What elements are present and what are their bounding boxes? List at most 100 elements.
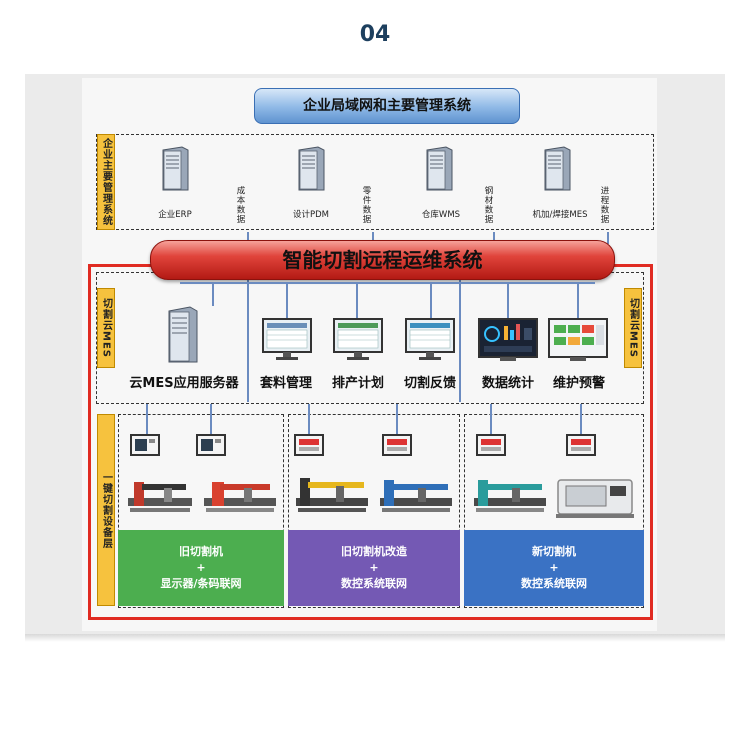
cutting-machine-retrofit-2 [376,466,456,526]
device-group-retrofit: 旧切割机改造 + 数控系统联网 [288,530,460,606]
terminal-3 [294,434,324,462]
cutting-machine-new-1 [470,466,550,526]
server-caption-pdm: 设计PDM [292,210,329,220]
device-group-subtitle: 数控系统联网 [521,577,587,590]
server-icon [298,146,325,191]
cutting-machine-icon [380,480,452,512]
server-icon [162,146,189,191]
plus-sign: + [369,561,379,574]
device-group-old: 旧切割机 + 显示器/条码联网 [118,530,284,606]
monitor-icon [333,318,383,360]
cloud-mes-server [166,306,200,368]
connector-line [372,232,374,244]
mes-module-statistics: 数据统计 [481,376,534,391]
tv-maintenance [548,318,608,368]
cnc-terminal-icon [382,434,412,456]
device-group-title: 旧切割机改造 [341,545,407,558]
connector-line [607,232,609,244]
device-group-box-3 [464,414,644,608]
terminal-6 [566,434,596,462]
server-erp [160,146,190,196]
cutting-machine-icon [296,478,368,512]
monitor-icon [405,318,455,360]
device-group-box-1 [118,414,284,608]
terminal-2 [196,434,226,462]
cutting-machine-old-1 [124,468,196,528]
device-group-new: 新切割机 + 数控系统联网 [464,530,644,606]
panel-shadow [25,634,725,642]
tv-statistics [478,318,538,368]
mes-module-scheduling: 排产计划 [331,376,384,391]
plus-sign: + [196,561,206,574]
device-group-subtitle: 数控系统联网 [341,577,407,590]
cutting-machine-icon [474,480,546,512]
mes-bus-line [180,282,595,284]
data-label-steel: 钢材数据 [483,186,493,224]
monitor-feedback [405,318,455,366]
connector-line [308,404,310,434]
connector-line [507,282,509,318]
monitor-icon [262,318,312,360]
connector-line [146,404,148,434]
remote-ops-banner: 智能切割远程运维系统 [150,240,615,280]
connector-line [430,282,432,318]
data-label-progress: 进程数据 [599,186,609,224]
cutting-machine-icon [204,482,276,512]
mes-module-maintenance: 维护预警 [552,376,605,391]
server-icon [168,306,198,363]
dashboard-screen-icon [478,318,538,361]
device-group-title: 旧切割机 [179,545,223,558]
terminal-5 [476,434,506,462]
monitor-nesting [262,318,312,366]
alert-screen-icon [548,318,608,361]
mes-module-feedback: 切割反馈 [403,376,456,391]
cnc-terminal-icon [476,434,506,456]
display-terminal-icon [130,434,160,456]
mes-label-right: 切割云MES [624,288,642,368]
server-caption-mes: 机加/焊接MES [532,210,588,220]
device-group-subtitle: 显示器/条码联网 [160,577,242,590]
connector-line [493,232,495,244]
data-label-cost: 成本数据 [235,186,245,224]
mes-label-left: 切割云MES [97,288,115,368]
page-number: 04 [359,22,391,47]
cnc-terminal-icon [566,434,596,456]
connector-line [577,282,579,318]
enterprise-systems-label: 企业主要管理系统 [97,134,115,230]
terminal-1 [130,434,160,462]
mes-module-app-server: 云MES应用服务器 [129,376,239,391]
device-group-box-2 [288,414,460,608]
monitor-scheduling [333,318,383,366]
connector-line [247,232,249,402]
server-mes [542,146,572,196]
enterprise-lan-banner: 企业局域网和主要管理系统 [254,88,520,124]
device-layer-label: 一键切割设备层 [97,414,115,606]
cutting-machine-retrofit-1 [292,466,372,526]
cutting-machine-old-2 [200,468,280,528]
connector-line [356,282,358,318]
enterprise-systems-box [96,134,654,230]
connector-line [396,404,398,434]
cutting-machine-icon [128,482,192,512]
connector-line [210,404,212,434]
data-label-parts: 零件数据 [361,186,371,224]
server-icon [426,146,453,191]
mes-module-nesting: 套料管理 [259,376,312,391]
terminal-4 [382,434,412,462]
plus-sign: + [549,561,559,574]
connector-line [580,404,582,434]
laser-cutter-new-2 [554,470,636,524]
connector-line [212,282,214,306]
cnc-terminal-icon [294,434,324,456]
server-caption-wms: 仓库WMS [421,210,461,220]
laser-cutter-icon [556,479,634,518]
connector-line [459,280,461,402]
server-icon [544,146,571,191]
device-group-title: 新切割机 [532,545,576,558]
server-pdm [296,146,326,196]
display-terminal-icon [196,434,226,456]
connector-line [286,282,288,318]
connector-line [490,404,492,434]
server-wms [424,146,454,196]
server-caption-erp: 企业ERP [158,210,192,220]
